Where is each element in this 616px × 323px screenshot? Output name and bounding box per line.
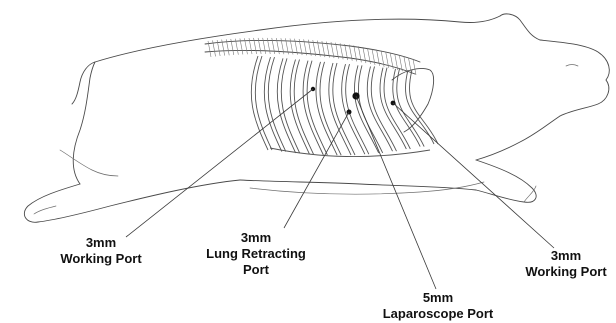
rib [281, 58, 299, 153]
leader-lines [126, 89, 554, 289]
leader-port-2 [284, 112, 349, 228]
port-1-label: 3mm Working Port [60, 235, 142, 266]
port-2-name-line2: Port [243, 262, 270, 277]
port-3-label: 5mm Laparoscope Port [383, 290, 494, 321]
port-4-size: 3mm [551, 248, 581, 263]
port-2-size: 3mm [241, 230, 271, 245]
port-markers [311, 87, 396, 115]
port-4-name: Working Port [525, 264, 607, 279]
port-1-name: Working Port [60, 251, 142, 266]
leader-port-4 [393, 103, 554, 248]
port-2-name-line1: Lung Retracting [206, 246, 306, 261]
vertebra-mark [413, 59, 416, 75]
rib-cage [251, 56, 438, 157]
leader-port-1 [126, 89, 313, 237]
port-2-label: 3mm Lung Retracting Port [206, 230, 306, 277]
port-3-size: 5mm [423, 290, 453, 305]
vertebra-mark [372, 49, 375, 65]
rib [294, 60, 313, 155]
leader-port-3 [356, 96, 436, 289]
rib [255, 56, 272, 150]
port-4-label: 3mm Working Port [525, 248, 607, 279]
animal-outline [24, 14, 609, 222]
port-3-name: Laparoscope Port [383, 306, 494, 321]
rib [329, 63, 351, 155]
spine [205, 38, 420, 75]
port-1-size: 3mm [86, 235, 116, 250]
